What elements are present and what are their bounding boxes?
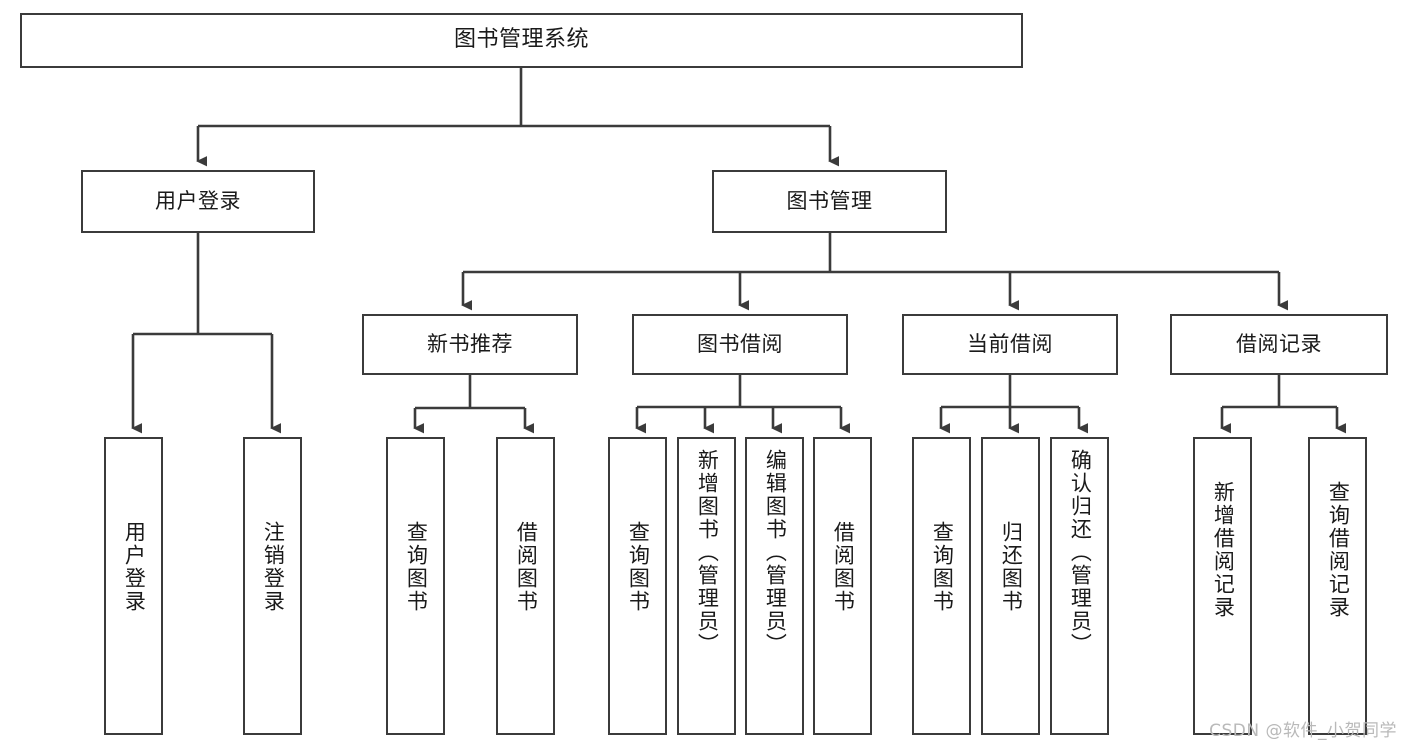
node-book-borrow[interactable]: 图书借阅: [632, 314, 848, 375]
leaf-label: 编辑图书（管理员）: [763, 449, 788, 656]
node-leaf-add-book[interactable]: 新增图书（管理员）: [677, 437, 736, 735]
node-leaf-logout-login[interactable]: 注销登录: [243, 437, 302, 735]
node-leaf-borrow-book-1[interactable]: 借阅图书: [496, 437, 555, 735]
node-book-manage[interactable]: 图书管理: [712, 170, 947, 233]
leaf-label: 借阅图书: [514, 521, 539, 613]
node-user-login[interactable]: 用户登录: [81, 170, 315, 233]
leaf-label: 借阅图书: [831, 521, 856, 613]
leaf-label: 新增图书（管理员）: [695, 449, 720, 656]
node-new-book-recommend[interactable]: 新书推荐: [362, 314, 578, 375]
node-leaf-edit-book[interactable]: 编辑图书（管理员）: [745, 437, 804, 735]
node-leaf-query-book-3[interactable]: 查询图书: [912, 437, 971, 735]
node-root-system[interactable]: 图书管理系统: [20, 13, 1023, 68]
leaf-label: 查询借阅记录: [1326, 481, 1351, 619]
node-leaf-query-book-2[interactable]: 查询图书: [608, 437, 667, 735]
node-leaf-user-login[interactable]: 用户登录: [104, 437, 163, 735]
node-current-borrow[interactable]: 当前借阅: [902, 314, 1118, 375]
leaf-label: 查询图书: [626, 521, 651, 613]
leaf-label: 确认归还（管理员）: [1068, 449, 1093, 656]
node-leaf-borrow-book-2[interactable]: 借阅图书: [813, 437, 872, 735]
leaf-label: 归还图书: [999, 521, 1024, 613]
leaf-label: 注销登录: [261, 521, 286, 613]
csdn-watermark: CSDN @软件_小贺同学: [1209, 721, 1397, 741]
node-borrow-record[interactable]: 借阅记录: [1170, 314, 1388, 375]
node-leaf-return-book[interactable]: 归还图书: [981, 437, 1040, 735]
node-leaf-query-book-1[interactable]: 查询图书: [386, 437, 445, 735]
leaf-label: 查询图书: [930, 521, 955, 613]
leaf-label: 用户登录: [122, 521, 147, 613]
node-leaf-confirm-return[interactable]: 确认归还（管理员）: [1050, 437, 1109, 735]
node-leaf-add-record[interactable]: 新增借阅记录: [1193, 437, 1252, 735]
node-leaf-query-record[interactable]: 查询借阅记录: [1308, 437, 1367, 735]
leaf-label: 查询图书: [404, 521, 429, 613]
leaf-label: 新增借阅记录: [1211, 481, 1236, 619]
